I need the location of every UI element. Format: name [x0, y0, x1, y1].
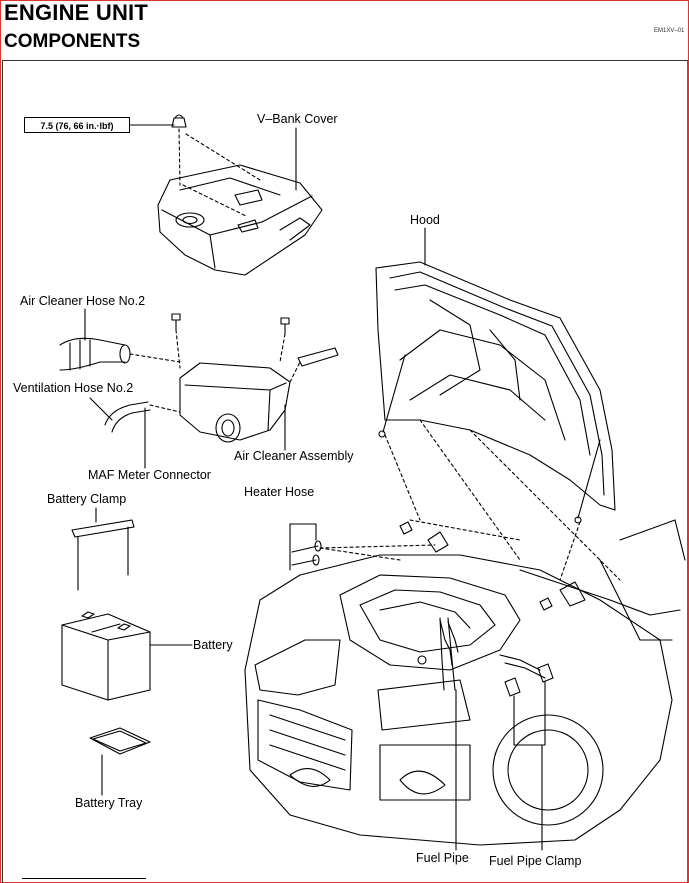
diagram-frame: [2, 60, 688, 883]
battery-clamp-drawing: [71, 507, 135, 591]
page-title: ENGINE UNIT: [4, 0, 148, 25]
ventilation-hose-drawing: [89, 397, 181, 469]
footer-line: [22, 878, 146, 883]
label-v-bank-cover: V–Bank Cover: [257, 112, 338, 126]
label-battery-clamp: Battery Clamp: [47, 492, 127, 506]
battery-tray-drawing: [89, 727, 151, 796]
label-battery: Battery: [193, 638, 233, 652]
air-cleaner-hose-drawing: [59, 308, 181, 371]
label-fuel-pipe-clamp: Fuel Pipe Clamp: [489, 854, 582, 868]
fuel-pipe-drawing: [439, 617, 546, 851]
engine-drawing: [339, 574, 521, 671]
label-battery-tray: Battery Tray: [75, 796, 143, 810]
battery-drawing: [61, 611, 193, 701]
heater-hose-drawing: [289, 523, 401, 571]
hood-drawing: [375, 227, 616, 524]
label-fuel-pipe: Fuel Pipe: [416, 851, 469, 865]
connection-lines: [319, 419, 621, 581]
label-air-cleaner-assembly: Air Cleaner Assembly: [234, 449, 354, 463]
bolt-icon: [171, 313, 290, 369]
label-heater-hose: Heater Hose: [244, 485, 315, 499]
bolt-icon: [399, 521, 586, 611]
nut-icon: [129, 114, 187, 186]
v-bank-cover-drawing: [157, 127, 323, 276]
vehicle-drawing: [244, 519, 686, 846]
label-hood: Hood: [410, 213, 440, 227]
label-air-cleaner-hose: Air Cleaner Hose No.2: [20, 294, 146, 308]
air-cleaner-assembly-drawing: [179, 347, 339, 451]
label-maf-meter-connector: MAF Meter Connector: [88, 468, 211, 482]
page-subtitle: COMPONENTS: [4, 31, 141, 52]
fuel-pipe-clamp-drawing: [504, 663, 554, 851]
torque-spec-box: 7.5 (76, 66 in.·lbf): [24, 117, 130, 133]
page-code: EM1XV–01: [654, 28, 685, 34]
label-ventilation-hose: Ventilation Hose No.2: [13, 381, 134, 395]
